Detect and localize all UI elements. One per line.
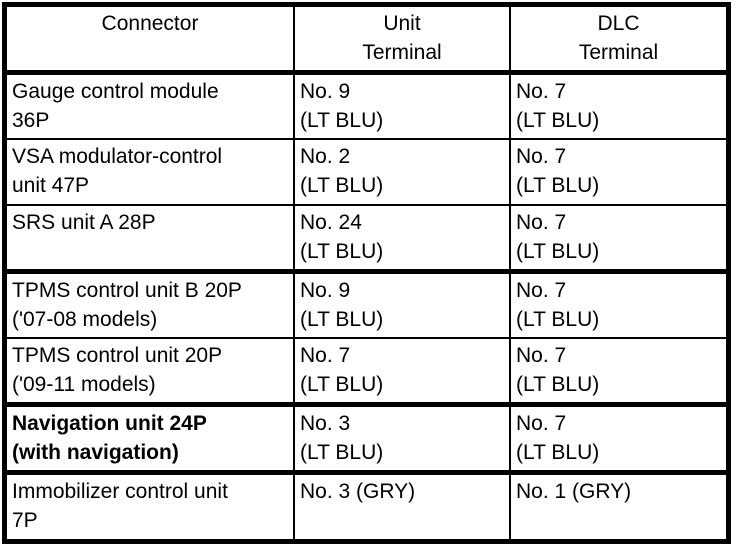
cell-unit: No. 7 (LT BLU) — [293, 337, 511, 406]
cell-connector: VSA modulator-control unit 47P — [7, 138, 295, 206]
cell-dlc: No. 7 (LT BLU) — [509, 204, 726, 273]
table-row: TPMS control unit B 20P ('07-08 models)N… — [7, 269, 726, 339]
cell-dlc: No. 1 (GRY) — [509, 470, 726, 539]
table-row: TPMS control unit 20P ('09-11 models)No.… — [7, 337, 726, 406]
cell-unit: No. 9 (LT BLU) — [293, 269, 511, 339]
cell-unit: No. 3 (LT BLU) — [293, 402, 511, 474]
cell-dlc: No. 7 (LT BLU) — [509, 337, 726, 406]
cell-connector: Navigation unit 24P (with navigation) — [7, 402, 295, 474]
cell-connector: TPMS control unit B 20P ('07-08 models) — [7, 269, 295, 339]
cell-connector: SRS unit A 28P — [7, 204, 295, 273]
cell-connector: Gauge control module 36P — [7, 71, 295, 140]
cell-dlc: No. 7 (LT BLU) — [509, 71, 726, 140]
cell-unit: No. 2 (LT BLU) — [293, 138, 511, 206]
cell-unit: No. 24 (LT BLU) — [293, 204, 511, 273]
table-row: Navigation unit 24P (with navigation)No.… — [7, 402, 726, 474]
cell-unit: No. 3 (GRY) — [293, 470, 511, 539]
column-header-dlc: DLC Terminal — [509, 7, 726, 75]
cell-dlc: No. 7 (LT BLU) — [509, 269, 726, 339]
cell-unit: No. 9 (LT BLU) — [293, 71, 511, 140]
cell-dlc: No. 7 (LT BLU) — [509, 402, 726, 474]
column-header-unit: Unit Terminal — [293, 7, 511, 75]
cell-connector: TPMS control unit 20P ('09-11 models) — [7, 337, 295, 406]
column-header-connector: Connector — [7, 7, 295, 75]
cell-connector: Immobilizer control unit 7P — [7, 470, 295, 539]
cell-dlc: No. 7 (LT BLU) — [509, 138, 726, 206]
